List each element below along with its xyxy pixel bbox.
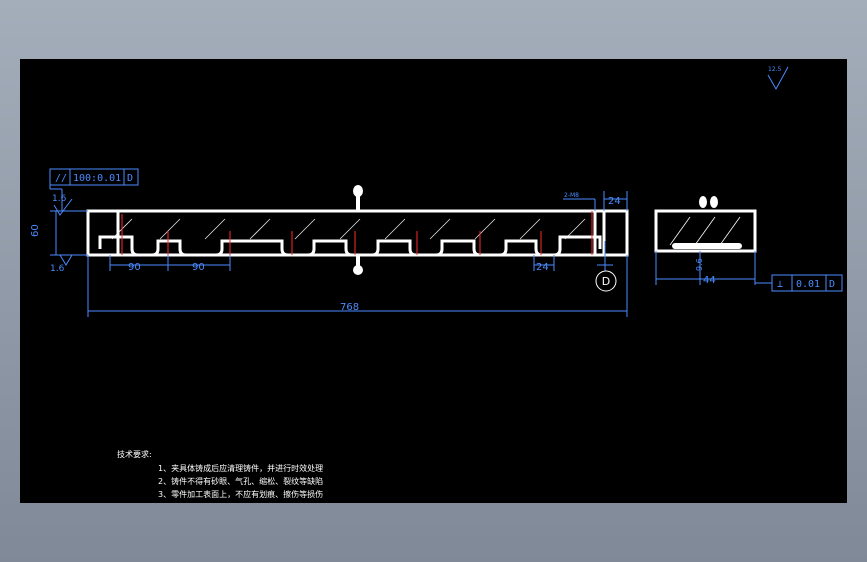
side-view-base-slot: [672, 243, 742, 249]
cad-viewport[interactable]: D // 100:0.01 D ⊥ 0.01 D 12.5 1.6 1.6 60…: [20, 59, 847, 503]
side-view-nut-icon: [699, 196, 718, 208]
dim-small-note: 2-M8: [564, 192, 579, 199]
main-part-hatch: [111, 218, 586, 240]
center-marks: [121, 211, 593, 255]
datum-circle: [595, 270, 617, 292]
side-view-outline: [654, 209, 757, 253]
perpendicularity-datum: D: [829, 279, 835, 290]
dim-pitch-2: 90: [192, 262, 205, 273]
bolt-top-icon: [353, 185, 363, 211]
dim-overall-length: 768: [340, 302, 359, 313]
side-view-hatch: [669, 216, 741, 246]
bolt-bottom-icon: [353, 255, 363, 275]
dim-height: 60: [30, 224, 41, 237]
main-part-end-posts: [116, 211, 606, 255]
dim-pitch-1: 90: [128, 262, 141, 273]
datum-label: D: [602, 275, 610, 288]
dimension-lines: [49, 66, 789, 317]
roughness-top-left: 1.6: [52, 194, 67, 204]
parallelism-value: 100:0.01: [73, 173, 121, 184]
notes-title: 技术要求:: [117, 449, 152, 459]
dim-side-depth: 9.6: [695, 258, 704, 271]
parallelism-frame: [49, 168, 139, 186]
parallelism-symbol: //: [55, 173, 67, 184]
notes-item-2: 2、铸件不得有砂眼、气孔、缩松、裂纹等缺陷: [158, 476, 323, 486]
engineering-drawing: D // 100:0.01 D ⊥ 0.01 D 12.5 1.6 1.6 60…: [30, 66, 843, 499]
dim-slot-width: 24: [536, 262, 549, 273]
main-part-outline: [86, 209, 629, 257]
roughness-bottom-left: 1.6: [50, 264, 65, 274]
notes-item-1: 1、夹具体铸成后应清理铸件，并进行时效处理: [158, 463, 323, 473]
dim-end-width: 24: [608, 196, 621, 207]
dim-side-width: 44: [703, 275, 716, 286]
perpendicularity-value: 0.01: [796, 279, 820, 290]
notes-item-3: 3、零件加工表面上，不应有划痕、擦伤等损伤: [158, 489, 323, 499]
perpendicularity-symbol: ⊥: [777, 279, 783, 290]
roughness-global: 12.5: [768, 66, 782, 73]
parallelism-datum: D: [127, 173, 133, 184]
main-part-channel: [98, 235, 602, 257]
perpendicularity-frame: [771, 274, 843, 292]
